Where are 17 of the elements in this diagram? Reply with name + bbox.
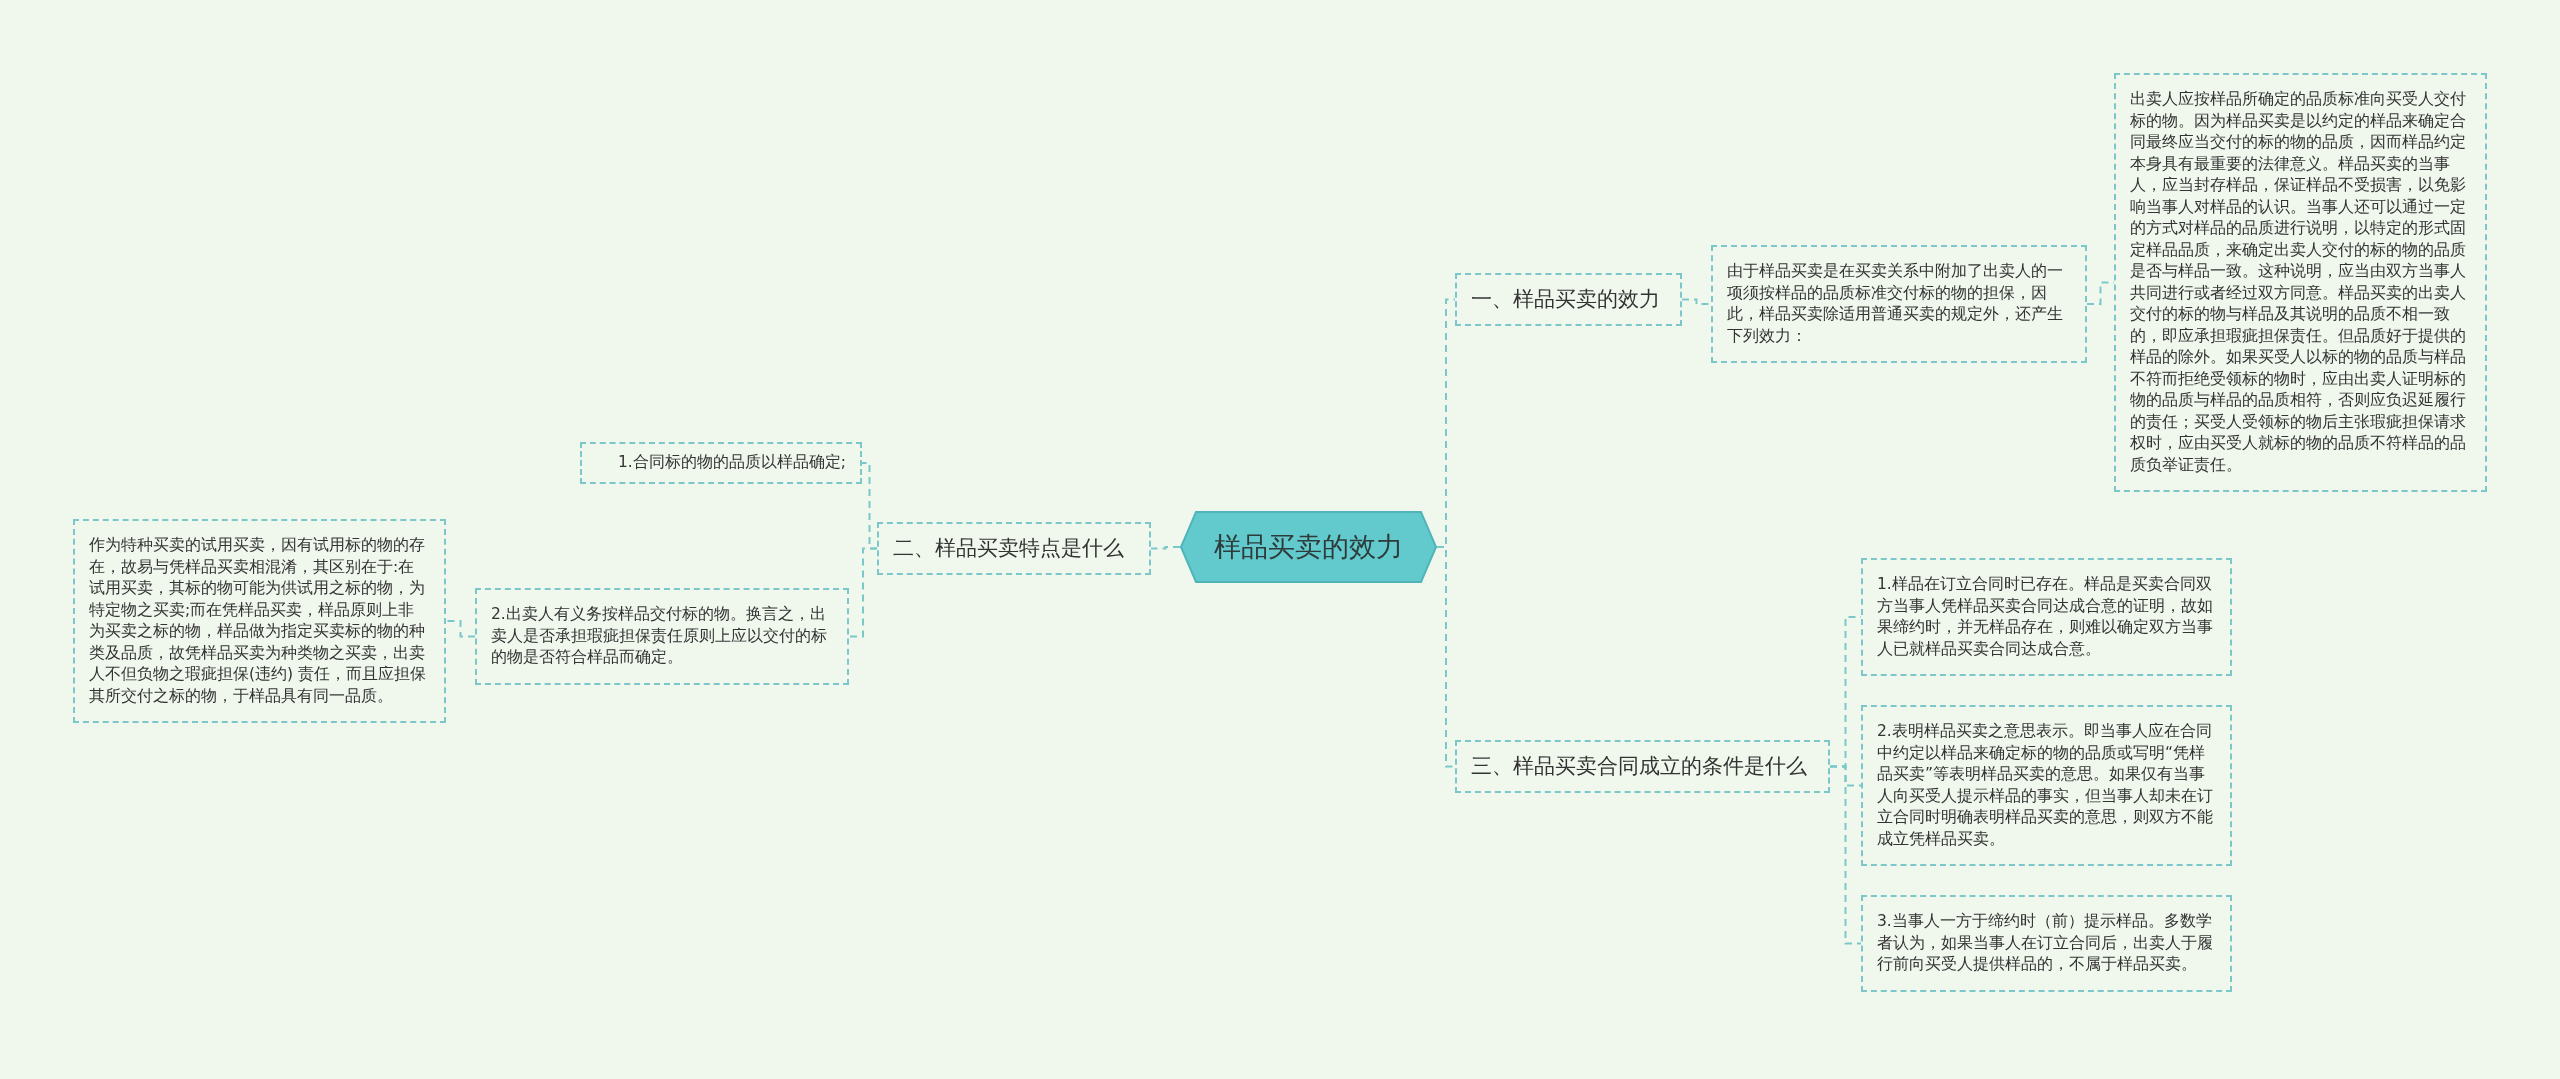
note-box: 出卖人应按样品所确定的品质标准向买受人交付标的物。因为样品买卖是以约定的样品来确定合同最终应当交付的标的物的品质，因而样品约定本身具有最重要的法律意义。样品买卖的当事人，应当封存样品，保证样品不受损害，以免影响当事人对样品的认识。当事人还可以通过一定的方式对样品的品质进行说明，以特定的形式固定样品品质，来确定出卖人交付的标的物的品质是否与样品一致。这种说明，应当由双方当事人共同进行或者经过双方同意。样品买卖的出卖人交付的标的物与样品及其说明的品质不相一致的，即应承担瑕疵担保责任。但品质好于提供的样品的除外。如果买受人以标的物的品质与样品不符而拒绝受领标的物时，应由出卖人证明标的物的品质与样品的品质相符，否则应负迟延履行的责任；买受人受领标的物后主张瑕疵担保请求权时，应由买受人就标的物的品质不符样品的品质负举证责任。 [2114,73,2487,492]
note-box: 3.当事人一方于缔约时（前）提示样品。多数学者认为，如果当事人在订立合同后，出卖人于履行前向买受人提供样品的，不属于样品买卖。 [1861,895,2232,992]
topic-box: 二、样品买卖特点是什么 [877,522,1151,575]
topic-box: 三、样品买卖合同成立的条件是什么 [1455,740,1830,793]
connector-line [1681,298,1712,305]
note-box: 由于样品买卖是在买卖关系中附加了出卖人的一项须按样品的品质标准交付标的物的担保，因此，样品买卖除适用普通买卖的规定外，还产生下列效力： [1711,245,2087,363]
note-box: 1.样品在订立合同时已存在。样品是买卖合同双方当事人凭样品买卖合同达成合意的证明，故如果缔约时，并无样品存在，则难以确定双方当事人已就样品买卖合同达成合意。 [1861,558,2232,676]
note-box: 2.表明样品买卖之意思表示。即当事人应在合同中约定以样品来确定标的物的品质或写明“凭样品买卖”等表明样品买卖的意思。如果仅有当事人向买受人提示样品的事实，但当事人却未在订立合同时明确表明样品买卖的意思，则双方不能成立凭样品买卖。 [1861,705,2232,866]
topic-box: 一、样品买卖的效力 [1455,273,1682,326]
note-box: 2.出卖人有义务按样品交付标的物。换言之，出卖人是否承担瑕疵担保责任原则上应以交付的标的物是否符合样品而确定。 [475,588,849,685]
connector-line [445,620,476,638]
connector-line [1436,546,1456,768]
connector-line [848,547,878,638]
note-box: 作为特种买卖的试用买卖，因有试用标的物的存在，故易与凭样品买卖相混淆，其区别在于:在试用买卖，其标的物可能为供试用之标的物，为特定物之买卖;而在凭样品买卖，样品原则上非为买卖之标的物，样品做为指定买卖标的物的种类及品质，故凭样品买卖为种类物之买卖，出卖人不但负物之瑕疵担保(违约) 责任，而且应担保其所交付之标的物，于样品具有同一品质。 [73,519,446,723]
note-box: 1.合同标的物的品质以样品确定; [580,442,862,484]
topic-text: 样品买卖的效力 [1214,530,1403,564]
connector-line [1150,546,1181,550]
